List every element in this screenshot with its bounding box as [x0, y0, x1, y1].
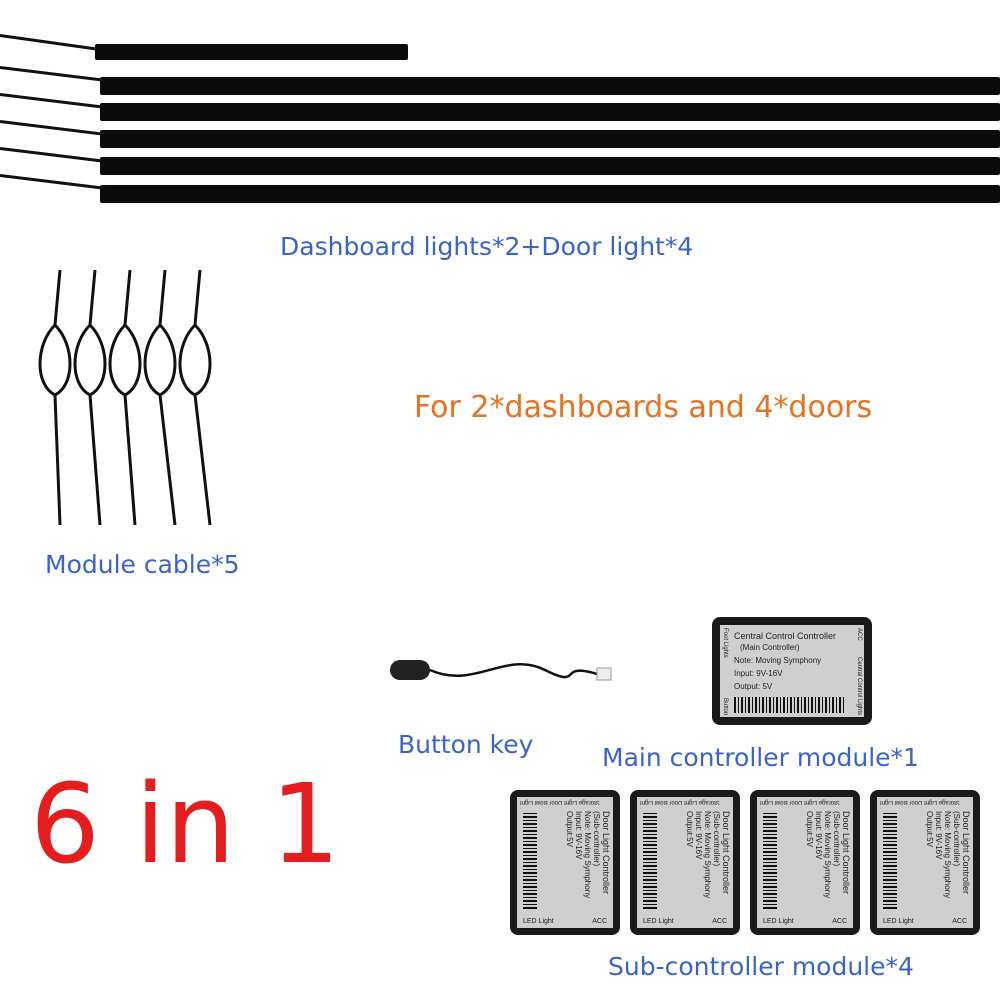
- button-label: Button key: [398, 730, 534, 759]
- led-strip: [100, 130, 1000, 148]
- module-title: Door Light Controller: [601, 811, 611, 895]
- module-subtitle: (Sub-controller): [952, 811, 961, 867]
- tagline: For 2*dashboards and 4*doors: [414, 390, 873, 425]
- led-strip: [95, 44, 408, 60]
- port-label: Storage Light Door Bowl Light: [640, 799, 720, 805]
- sub-controller-module: Storage Light Door Bowl Light Door Light…: [510, 790, 620, 935]
- module-input: Input: 9V-16V: [574, 811, 583, 860]
- port-label: LED Light: [883, 918, 914, 925]
- module-title: Door Light Controller: [841, 811, 851, 895]
- module-note: Note: Moving Symphony: [734, 656, 822, 665]
- module-input: Input: 9V-16V: [694, 811, 703, 860]
- port-label: ACC: [712, 918, 727, 925]
- module-output: Output:5V: [685, 811, 694, 848]
- barcode: [734, 697, 846, 713]
- sub-controller-module: Storage Light Door Bowl Light Door Light…: [750, 790, 860, 935]
- port-label: ACC: [952, 918, 967, 925]
- strip-wire: [0, 147, 105, 163]
- button-key: [390, 660, 612, 681]
- strip-wire: [0, 120, 105, 136]
- led-strip: [100, 103, 1000, 121]
- port-label: Button: [722, 697, 728, 715]
- module-note: Note: Moving Symphony: [943, 811, 952, 899]
- port-label: LED Light: [523, 918, 554, 925]
- module-output: Output:5V: [925, 811, 934, 848]
- port-label: LED Light: [763, 918, 794, 925]
- module-cables: [38, 269, 212, 526]
- module-input: Input: 9V-16V: [734, 669, 783, 678]
- port-label: ACC: [592, 918, 607, 925]
- module-subtitle: (Sub-controller): [712, 811, 721, 867]
- strip-wire: [0, 34, 100, 51]
- barcode: [523, 813, 537, 909]
- sub-controller-module: Storage Light Door Bowl Light Door Light…: [870, 790, 980, 935]
- port-label: ACC: [856, 628, 862, 641]
- module-input: Input: 9V-16V: [814, 811, 823, 860]
- port-label: ACC: [832, 918, 847, 925]
- barcode: [763, 813, 777, 909]
- port-label: Central Control Lights: [856, 656, 862, 715]
- barcode: [883, 813, 897, 909]
- cables-label: Module cable*5: [45, 550, 240, 579]
- module-subtitle: (Sub-controller): [832, 811, 841, 867]
- port-label: Foot Lights: [722, 628, 728, 658]
- strip-wire: [0, 66, 105, 82]
- module-note: Note: Moving Symphony: [583, 811, 592, 899]
- port-label: Storage Light Door Bowl Light: [760, 799, 840, 805]
- module-title: Door Light Controller: [721, 811, 731, 895]
- sub-controller-module: Storage Light Door Bowl Light Door Light…: [630, 790, 740, 935]
- led-strip: [100, 157, 1000, 175]
- strip-wire: [0, 174, 105, 190]
- led-strip: [100, 185, 1000, 203]
- module-subtitle: (Main Controller): [740, 643, 800, 652]
- port-label: Storage Light Door Bowl Light: [520, 799, 600, 805]
- main-label: Main controller module*1: [602, 743, 919, 772]
- strips-label: Dashboard lights*2+Door light*4: [280, 232, 694, 261]
- led-strip: [100, 77, 1000, 95]
- strip-wire: [0, 93, 105, 109]
- sub-label: Sub-controller module*4: [608, 952, 914, 981]
- port-label: Storage Light Door Bowl Light: [880, 799, 960, 805]
- module-output: Output: 5V: [734, 682, 773, 691]
- module-input: Input: 9V-16V: [934, 811, 943, 860]
- port-label: LED Light: [643, 918, 674, 925]
- main-controller-module: Central Control Controller (Main Control…: [712, 617, 872, 725]
- module-title: Door Light Controller: [961, 811, 971, 895]
- headline: 6 in 1: [30, 760, 341, 888]
- barcode: [643, 813, 657, 909]
- module-note: Note: Moving Symphony: [703, 811, 712, 899]
- module-note: Note: Moving Symphony: [823, 811, 832, 899]
- module-subtitle: (Sub-controller): [592, 811, 601, 867]
- module-output: Output:5V: [805, 811, 814, 848]
- module-output: Output:5V: [565, 811, 574, 848]
- module-title: Central Control Controller: [734, 631, 837, 641]
